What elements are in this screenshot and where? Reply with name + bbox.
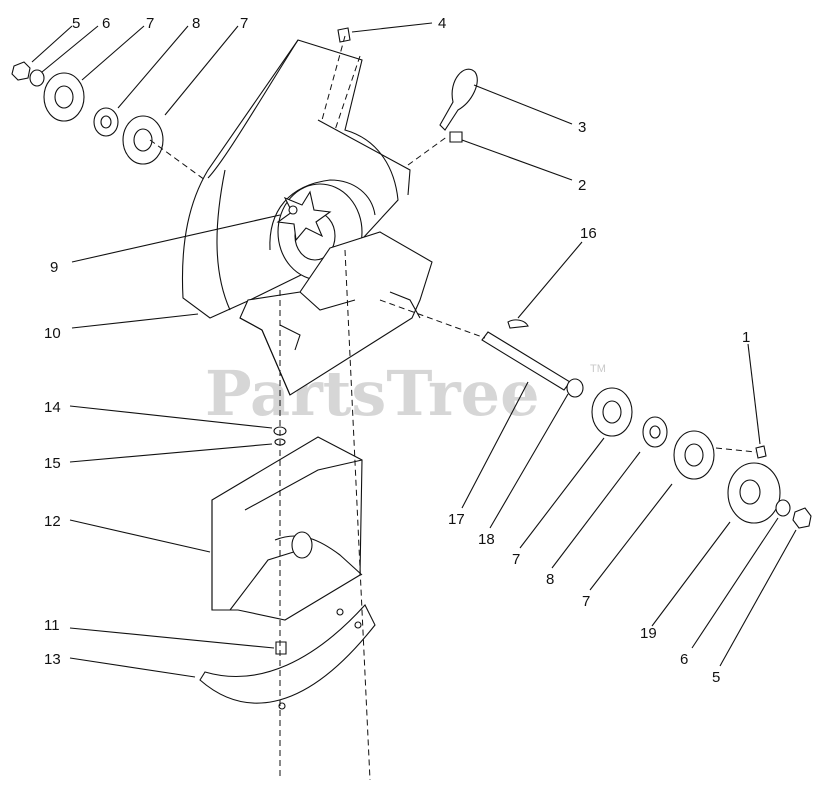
callout-10: 10 [44, 325, 61, 342]
callout-15: 15 [44, 455, 61, 472]
chute-housing [211, 436, 363, 621]
callout-5-top: 5 [72, 15, 80, 32]
callout-labels: 1 2 3 4 5 5 6 6 7 7 7 7 8 8 9 10 11 12 1… [44, 15, 750, 686]
callout-18: 18 [478, 531, 495, 548]
callout-3: 3 [578, 119, 586, 136]
callout-17: 17 [448, 511, 465, 528]
callout-19: 19 [640, 625, 657, 642]
callout-7-top-a: 7 [146, 15, 154, 32]
callout-2: 2 [578, 177, 586, 194]
callout-8-top: 8 [192, 15, 200, 32]
callout-14: 14 [44, 399, 61, 416]
alignment-lines [149, 35, 757, 781]
callout-5-right: 5 [712, 669, 720, 686]
impeller-blade [239, 231, 433, 396]
handle-bracket [337, 27, 478, 143]
callout-6-right: 6 [680, 651, 688, 668]
callout-12: 12 [44, 513, 61, 530]
callout-4: 4 [438, 15, 446, 32]
callout-9: 9 [50, 259, 58, 276]
callout-13: 13 [44, 651, 61, 668]
callout-7-right-a: 7 [512, 551, 520, 568]
callout-8-right: 8 [546, 571, 554, 588]
callout-11: 11 [44, 617, 60, 634]
scraper-plate [199, 604, 376, 710]
watermark-trademark: TM [590, 363, 606, 375]
star-flange [276, 190, 332, 242]
right-shaft-stack [481, 319, 812, 529]
callout-6-top: 6 [102, 15, 110, 32]
watermark-brand: PartsTree [205, 357, 540, 430]
callout-16: 16 [580, 225, 597, 242]
left-bearing-stack [11, 61, 164, 165]
callout-1: 1 [742, 329, 750, 346]
callout-7-right-b: 7 [582, 593, 590, 610]
leader-lines [31, 22, 797, 678]
callout-7-top-b: 7 [240, 15, 248, 32]
